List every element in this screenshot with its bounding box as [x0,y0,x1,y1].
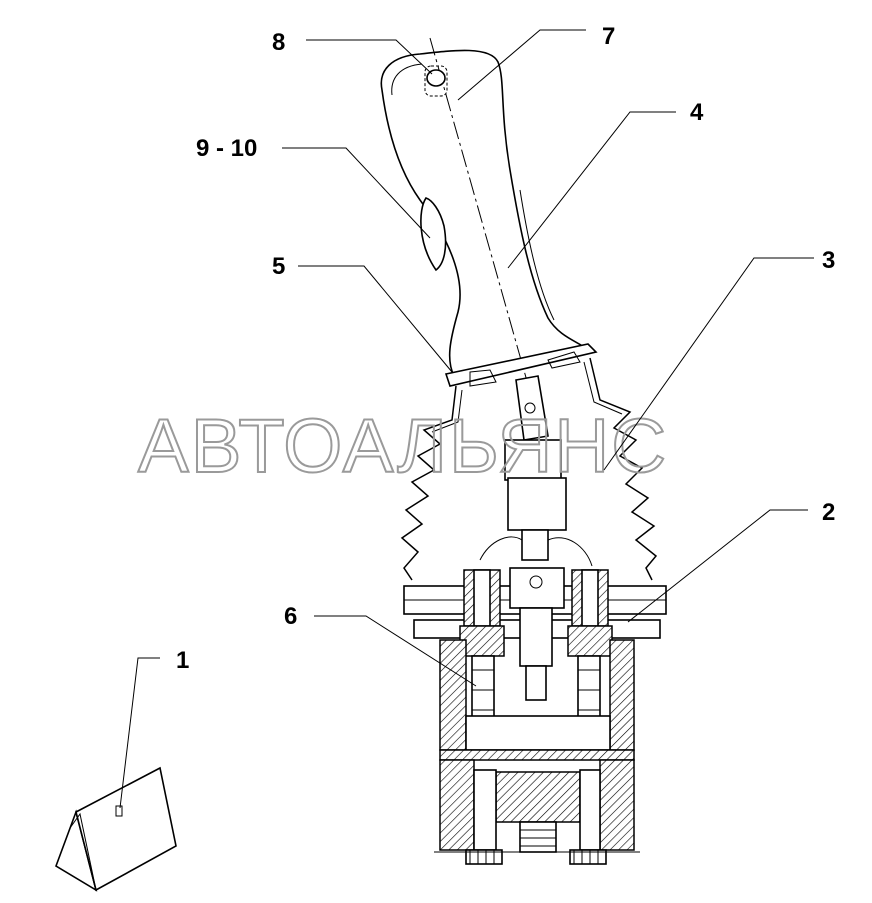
callout-5: 5 [272,253,285,280]
watermark: АВТОАЛЬЯНС [138,404,668,489]
joystick-handle [380,37,590,421]
callout-4: 4 [690,99,704,126]
wedge-block-1 [55,766,177,892]
callout-9-10: 9 - 10 [196,135,257,162]
callout-2: 2 [822,499,835,526]
callout-3: 3 [822,247,835,274]
callout-8: 8 [272,29,285,56]
trigger-9-10 [420,197,447,272]
centre-plunger [509,567,565,701]
callout-7: 7 [602,23,615,50]
valve-body [434,639,640,865]
leader-lines [119,29,814,809]
callout-1: 1 [176,647,189,674]
handle-collar-5 [444,343,598,387]
plunger-right [567,569,613,757]
rubber-bellows [400,357,658,581]
callout-6: 6 [284,603,297,630]
shaft-3 [504,375,567,561]
